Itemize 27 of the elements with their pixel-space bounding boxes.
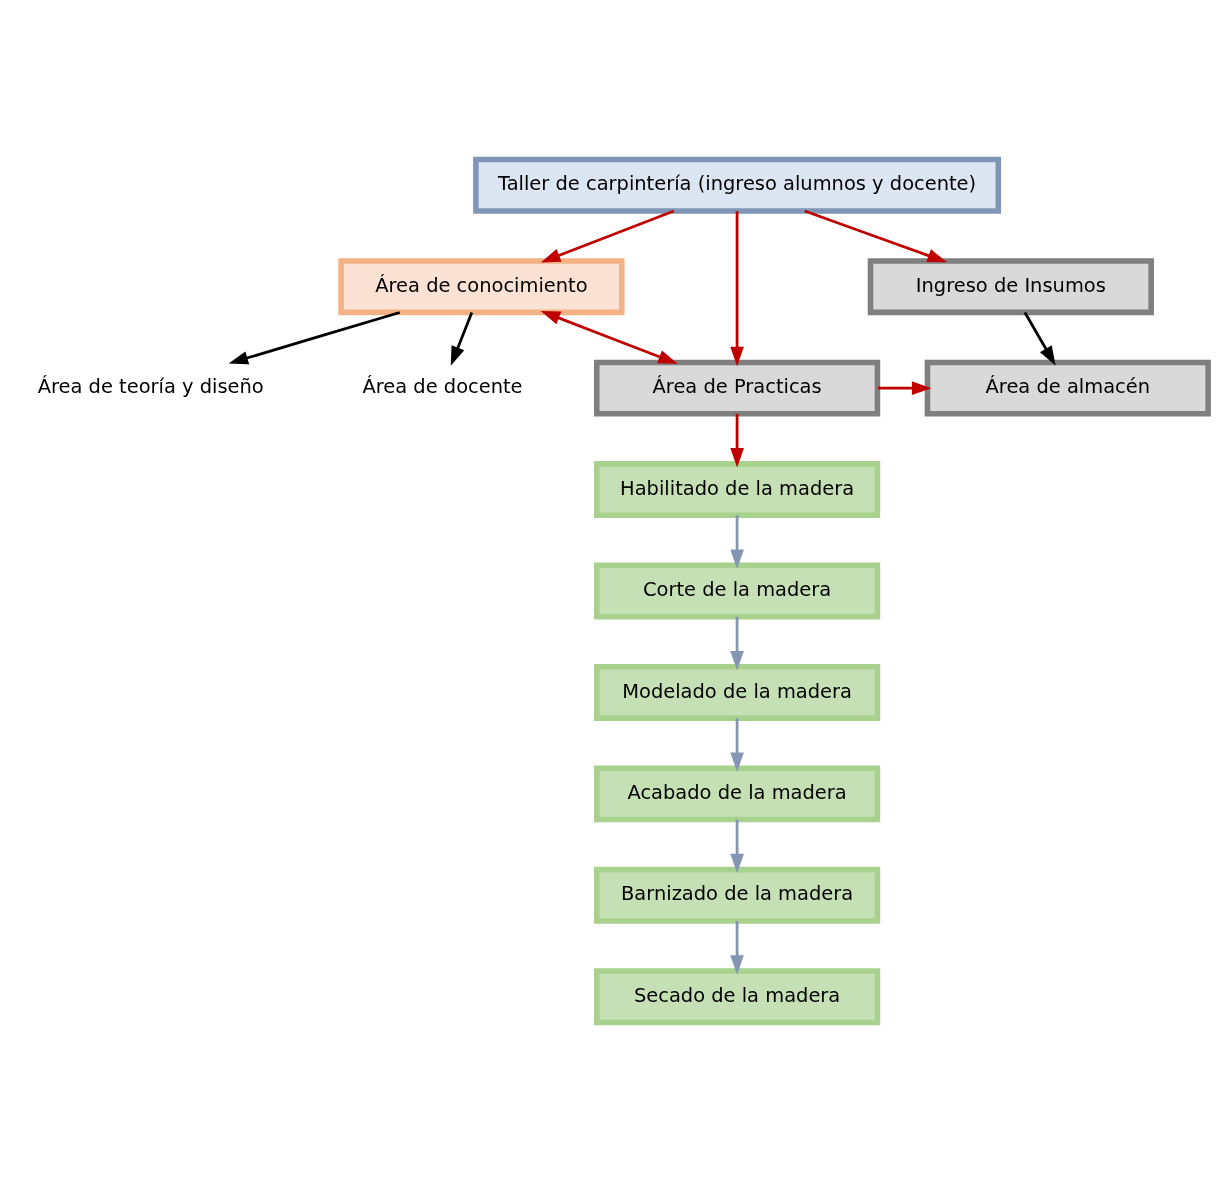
node-text: Área de teoría y diseño bbox=[37, 375, 264, 399]
node-box: Habilitado de la madera bbox=[594, 461, 881, 519]
arrow bbox=[1023, 311, 1056, 366]
arrow bbox=[730, 718, 744, 772]
node-box: Acabado de la madera bbox=[594, 765, 881, 823]
node-box: Ingreso de Insumos bbox=[867, 258, 1154, 316]
node-box: Secado de la madera bbox=[594, 968, 881, 1026]
arrow bbox=[877, 381, 932, 395]
node-box: Área de almacén bbox=[924, 359, 1211, 417]
arrow bbox=[804, 209, 947, 263]
node-box: Taller de carpintería (ingreso alumnos y docente) bbox=[473, 156, 1002, 214]
node-box: Área de Practicas bbox=[594, 359, 881, 417]
arrow bbox=[540, 209, 675, 263]
arrow bbox=[730, 413, 744, 468]
node-box: Área de conocimiento bbox=[338, 258, 625, 316]
arrow bbox=[730, 616, 744, 671]
node-box: Modelado de la madera bbox=[594, 663, 881, 721]
node-box: Barnizado de la madera bbox=[594, 866, 881, 924]
arrow bbox=[228, 311, 401, 365]
arrow bbox=[730, 211, 744, 367]
arrow bbox=[730, 921, 744, 975]
arrow bbox=[730, 515, 744, 570]
node-text: Área de docente bbox=[362, 375, 523, 399]
arrow bbox=[730, 819, 744, 874]
node-box: Corte de la madera bbox=[594, 562, 881, 620]
arrow bbox=[540, 310, 678, 364]
arrow bbox=[450, 311, 474, 366]
